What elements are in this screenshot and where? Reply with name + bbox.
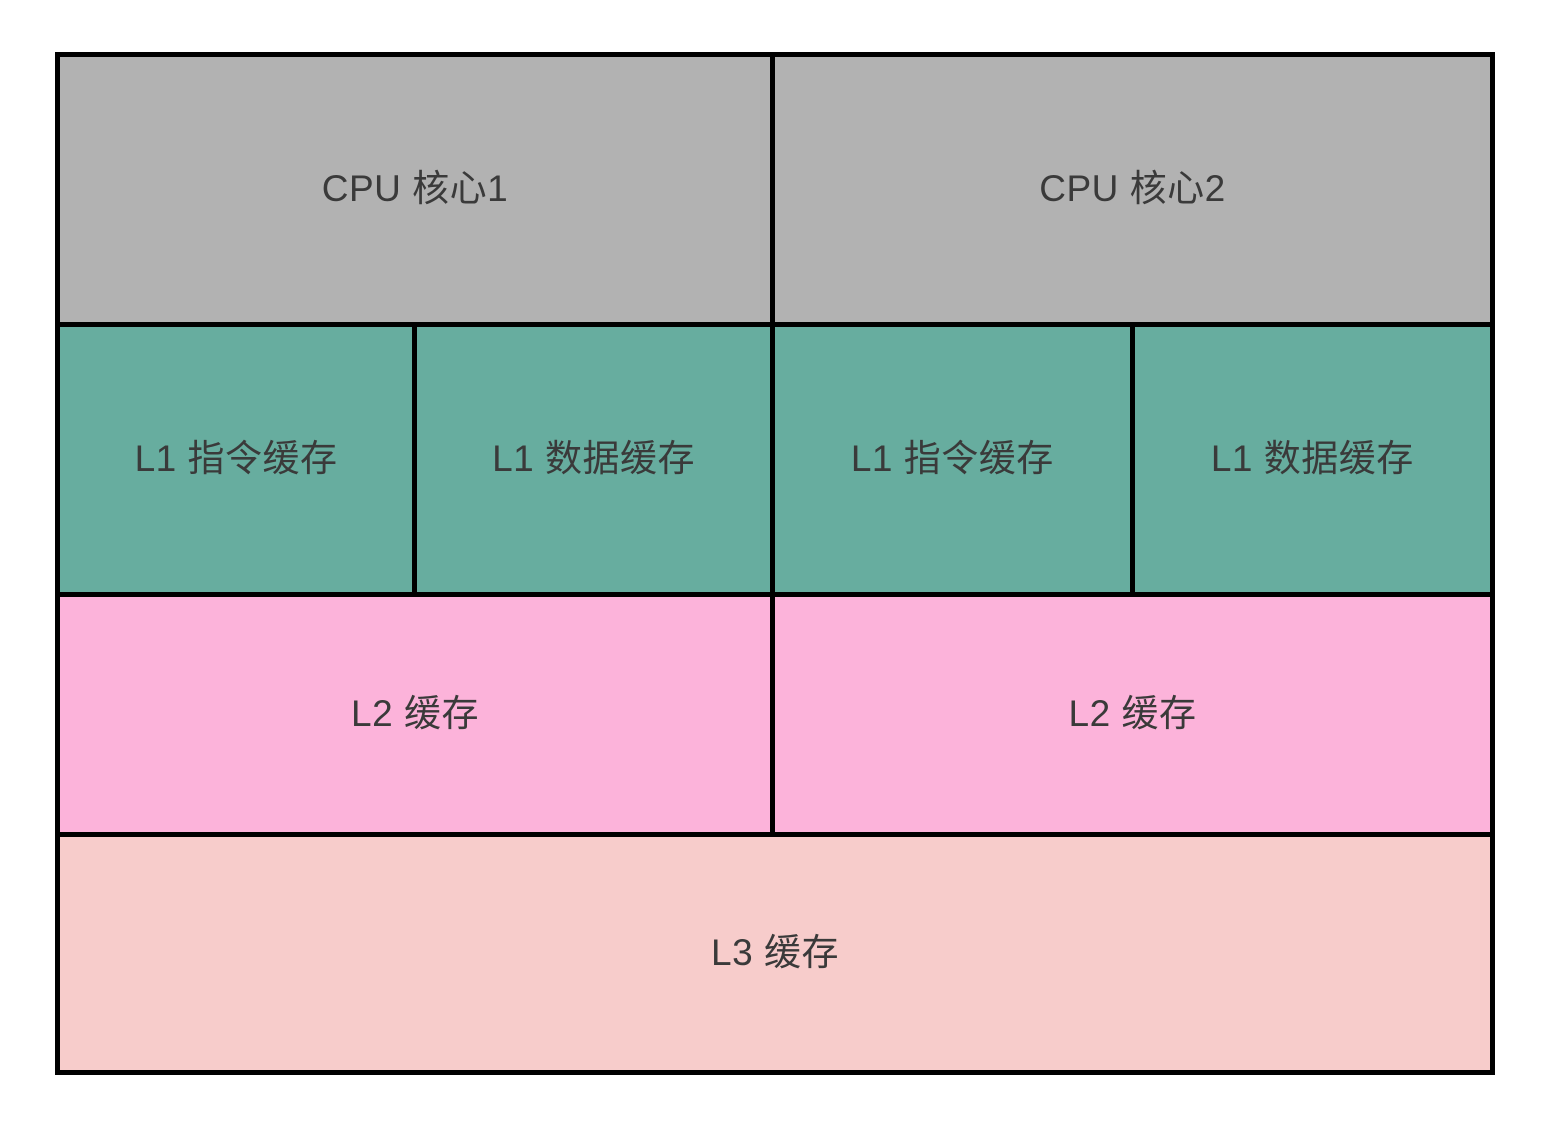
hierarchy-frame: CPU 核心1 CPU 核心2 L1 指令缓存 L1 数据缓存 L1 指令缓存 (55, 52, 1495, 1075)
core2-l2-label: L2 缓存 (1068, 693, 1197, 735)
shared-l3-cache[interactable]: L3 缓存 (60, 837, 1490, 1070)
core1-l2-label: L2 缓存 (351, 693, 479, 735)
cpu-core-1-label: CPU 核心1 (321, 168, 509, 210)
core1-l2-cache[interactable]: L2 缓存 (60, 597, 775, 832)
core1-l1-instruction-label: L1 指令缓存 (134, 438, 338, 480)
cpu-core-1-block[interactable]: CPU 核心1 (60, 57, 775, 322)
core2-l1-data-cache[interactable]: L1 数据缓存 (1134, 327, 1490, 592)
core1-l1-data-cache[interactable]: L1 数据缓存 (417, 327, 770, 592)
core2-l1-data-label: L1 数据缓存 (1210, 438, 1414, 480)
cpu-core-2-block[interactable]: CPU 核心2 (775, 57, 1490, 322)
core2-l1-group: L1 指令缓存 L1 数据缓存 (775, 327, 1490, 592)
core2-l1-instruction-label: L1 指令缓存 (850, 438, 1054, 480)
l1-caches-row: L1 指令缓存 L1 数据缓存 L1 指令缓存 L1 数据缓存 (60, 322, 1490, 592)
l3-cache-row: L3 缓存 (60, 832, 1490, 1070)
cpu-cores-row: CPU 核心1 CPU 核心2 (60, 57, 1490, 322)
l2-caches-row: L2 缓存 L2 缓存 (60, 592, 1490, 832)
cpu-core-2-label: CPU 核心2 (1039, 168, 1226, 210)
core1-l1-instruction-cache[interactable]: L1 指令缓存 (60, 327, 418, 592)
shared-l3-label: L3 缓存 (711, 932, 839, 974)
core2-l1-instruction-cache[interactable]: L1 指令缓存 (775, 327, 1135, 592)
core1-l1-group: L1 指令缓存 L1 数据缓存 (60, 327, 775, 592)
core1-l1-data-label: L1 数据缓存 (492, 438, 696, 480)
core2-l2-cache[interactable]: L2 缓存 (775, 597, 1490, 832)
